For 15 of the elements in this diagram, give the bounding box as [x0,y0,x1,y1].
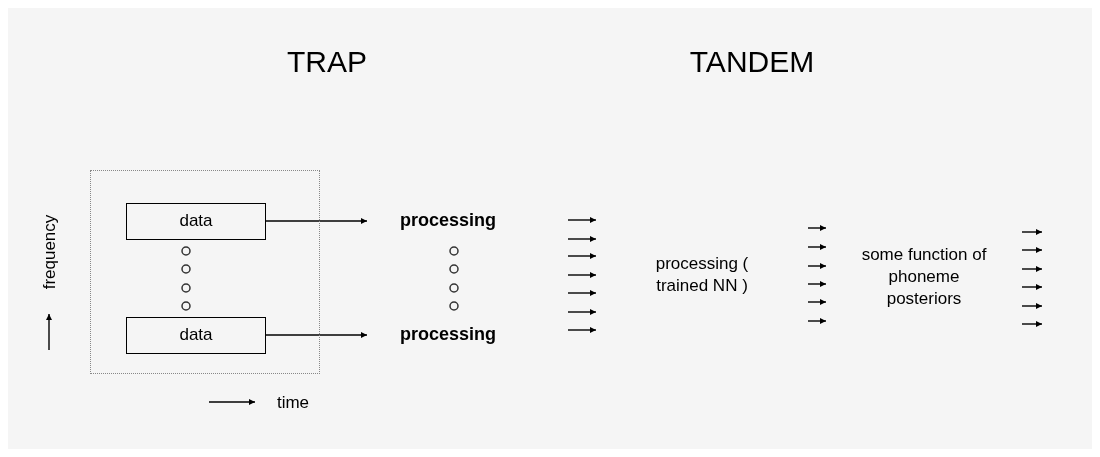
axis-label: frequency [40,214,60,290]
process-text: some function of phoneme posteriors [861,243,987,311]
processing-text: processing [400,323,496,347]
processing-text: processing [400,209,496,233]
data-box [126,317,266,354]
heading: TANDEM [689,45,815,79]
box-text: data [179,324,213,347]
arrow [264,218,368,224]
process-text: processing ( trained NN ) [654,252,750,297]
box-text: data [179,210,213,233]
data-box [126,203,266,240]
axis-label: time [276,393,310,413]
dotted-frame [90,170,320,374]
heading: TRAP [287,45,367,79]
arrow [264,332,368,338]
